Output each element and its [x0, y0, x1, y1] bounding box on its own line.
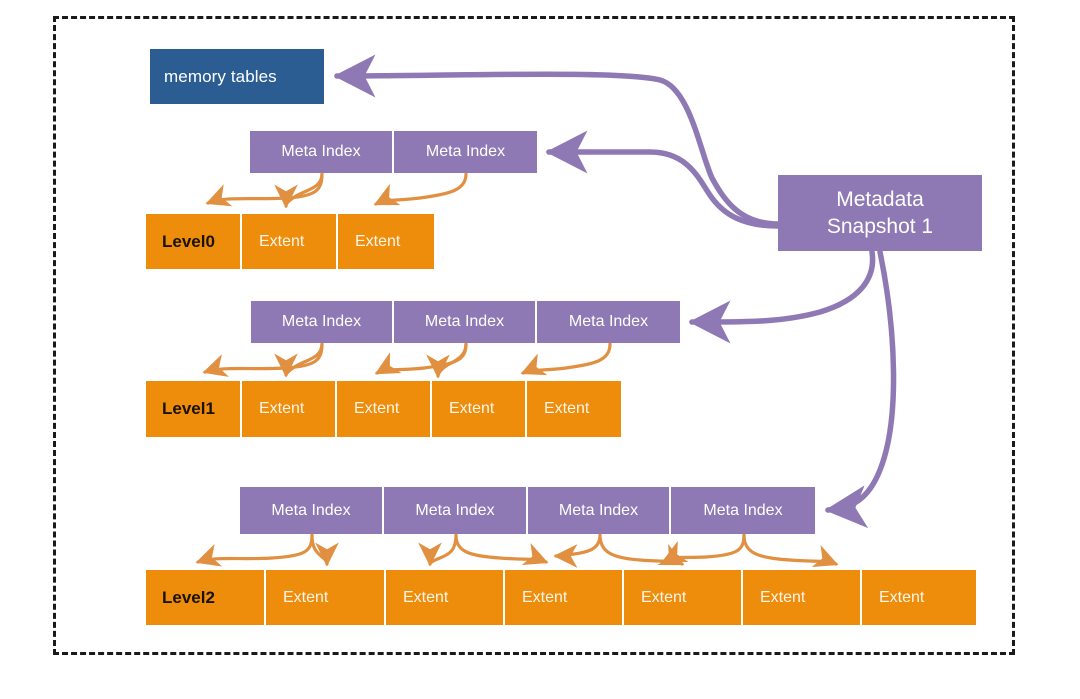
metadata-snapshot-box[interactable]: Metadata Snapshot 1: [778, 175, 982, 251]
meta-index-label: Meta Index: [281, 313, 362, 330]
level1-meta-index-0[interactable]: Meta Index: [251, 301, 394, 343]
meta-index-label: Meta Index: [415, 501, 495, 519]
meta-index-label: Meta Index: [424, 313, 505, 330]
level0-extent-0[interactable]: Extent: [242, 214, 338, 269]
level1-extent-0[interactable]: Extent: [242, 381, 337, 437]
level-label: Level1: [162, 399, 215, 418]
level1-extent-1[interactable]: Extent: [337, 381, 432, 437]
level0-meta-index-0[interactable]: Meta Index: [250, 131, 394, 173]
extent-label: Extent: [403, 588, 449, 606]
level2-extent-4[interactable]: Extent: [743, 570, 862, 625]
memory-tables-box[interactable]: memory tables: [150, 49, 324, 104]
extent-label: Extent: [449, 400, 495, 417]
level2-meta-index-3[interactable]: Meta Index: [671, 487, 815, 534]
extent-label: Extent: [355, 232, 401, 250]
level1-meta-index-2[interactable]: Meta Index: [537, 301, 680, 343]
level2-meta-index-2[interactable]: Meta Index: [528, 487, 671, 534]
meta-index-label: Meta Index: [558, 501, 639, 519]
metadata-snapshot-line1: Metadata: [836, 187, 924, 211]
level2-extent-5[interactable]: Extent: [862, 570, 976, 625]
level1-extent-3[interactable]: Extent: [527, 381, 621, 437]
meta-index-label: Meta Index: [568, 313, 649, 330]
level2-extent-0[interactable]: Extent: [266, 570, 386, 625]
level0-meta-index-1[interactable]: Meta Index: [394, 131, 537, 173]
extent-label: Extent: [760, 588, 806, 606]
level2-extent-1[interactable]: Extent: [386, 570, 505, 625]
meta-index-label: Meta Index: [703, 501, 783, 519]
extent-label: Extent: [283, 588, 329, 606]
level1-meta-index-1[interactable]: Meta Index: [394, 301, 537, 343]
extent-label: Extent: [522, 588, 568, 606]
level-label: Level2: [162, 587, 215, 607]
meta-index-label: Meta Index: [281, 143, 361, 160]
extent-label: Extent: [544, 400, 590, 417]
extent-label: Extent: [259, 400, 305, 417]
level0-extent-1[interactable]: Extent: [338, 214, 434, 269]
level0-label-box[interactable]: Level0: [146, 214, 242, 269]
extent-label: Extent: [641, 588, 687, 606]
extent-label: Extent: [879, 588, 925, 606]
level2-meta-index-0[interactable]: Meta Index: [240, 487, 384, 534]
memory-tables-label: memory tables: [164, 66, 277, 86]
level2-extent-3[interactable]: Extent: [624, 570, 743, 625]
level2-extent-2[interactable]: Extent: [505, 570, 624, 625]
extent-label: Extent: [354, 400, 400, 417]
meta-index-label: Meta Index: [271, 501, 351, 519]
level1-label-box[interactable]: Level1: [146, 381, 242, 437]
meta-index-label: Meta Index: [425, 143, 506, 160]
extent-label: Extent: [259, 232, 305, 250]
level2-label-box[interactable]: Level2: [146, 570, 266, 625]
metadata-snapshot-line2: Snapshot 1: [826, 215, 934, 238]
level-label: Level0: [162, 231, 215, 251]
level1-extent-2[interactable]: Extent: [432, 381, 527, 437]
level2-meta-index-1[interactable]: Meta Index: [384, 487, 528, 534]
